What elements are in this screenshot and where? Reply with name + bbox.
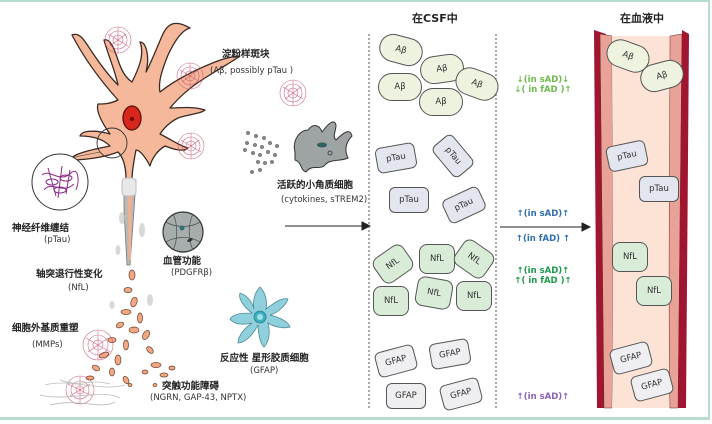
ecm-fibers (39, 379, 126, 406)
synapse-sublabel: (NGRN, GAP-43, NPTX) (150, 393, 247, 403)
ecm-label: 细胞外基质重塑 (12, 323, 79, 334)
blood-nfl-chip: NfL (612, 242, 648, 272)
microglia-sublabel: (cytokines, sTREM2) (281, 195, 368, 205)
nfl-change: ↑(in sAD)↑ ↑( in fAD )↑ (498, 266, 588, 286)
plaque-label: 淀粉样斑块 (222, 49, 270, 60)
tangle-callout-small (96, 127, 128, 159)
plaque (104, 26, 132, 54)
blood-header: 在血液中 (620, 12, 664, 25)
ptau-change-fad: ↑(in fAD) ↑ (498, 234, 588, 244)
blood-nfl-chip: NfL (636, 276, 672, 306)
blood-vessel (594, 30, 689, 409)
astrocyte-icon (229, 286, 291, 348)
nfl-change-fad: ↑( in fAD )↑ (514, 276, 572, 286)
cytokine-dots (242, 130, 280, 174)
astrocyte-label: 反应性 星形胶质细胞 (220, 353, 309, 364)
plaque (82, 329, 114, 361)
csf-ptau-chip: pTau (389, 187, 429, 213)
plaque (176, 62, 204, 90)
vascular-cell-icon (162, 211, 204, 253)
blood-ptau-chip: pTau (639, 176, 679, 202)
ptau-change-sad-text: ↑(in sAD)↑ (516, 209, 570, 219)
tangle-sublabel: (pTau) (44, 235, 71, 245)
csf-nfl-chip: NfL (373, 286, 409, 316)
ptau-change-sad: ↑(in sAD)↑ (498, 209, 588, 219)
vascular-sublabel: (PDGFRβ) (171, 268, 213, 278)
csf-header: 在CSF中 (412, 12, 458, 25)
csf-abeta-chip: Aβ (419, 88, 463, 116)
axon-fragments (85, 269, 176, 387)
csf-nfl-chip: NfL (456, 281, 492, 311)
axon (121, 177, 137, 266)
plaque-sublabel: (Aβ, possibly pTau ) (210, 66, 294, 76)
csf-nfl-chip: NfL (413, 275, 455, 311)
microglia-label: 活跃的小角质细胞 (277, 180, 354, 191)
ecm-sublabel: (MMPs) (32, 340, 63, 350)
nfl-change-sad: ↑(in sAD)↑ (516, 266, 570, 276)
csf-gfap-chip: GFAP (386, 383, 426, 409)
astrocyte-sublabel: (GFAP) (250, 366, 279, 376)
gfap-change: ↑(in sAD)↑ (498, 392, 588, 402)
csf-abeta-chip: Aβ (378, 73, 422, 101)
synapse-label: 突触功能障碍 (162, 381, 220, 392)
axon-debris (109, 212, 153, 309)
axon-sublabel: (NfL) (68, 283, 89, 293)
tangle-label: 神经纤维缠结 (12, 223, 70, 234)
axon-label: 轴突退行性变化 (36, 269, 103, 280)
ptau-change-fad-text: ↑(in fAD) ↑ (515, 234, 571, 244)
microglia-icon (293, 121, 353, 173)
plaque (65, 375, 95, 405)
flow-arrows (285, 221, 592, 232)
abeta-change-fad: ↓( in fAD )↑ (514, 85, 572, 95)
abeta-change-sad: ↓(in sAD)↓ (516, 75, 570, 85)
csf-nfl-chip: NfL (419, 244, 455, 274)
abeta-change: ↓(in sAD)↓ ↓( in fAD )↑ (498, 75, 588, 95)
vascular-label: 血管功能 (163, 256, 202, 267)
gfap-change-sad: ↑(in sAD)↑ (516, 392, 570, 402)
amyloid-plaques (65, 26, 307, 405)
neuron (69, 22, 241, 181)
plaque (279, 79, 307, 107)
plaque (177, 132, 205, 160)
neurofibrillary-tangle-icon (31, 153, 89, 211)
